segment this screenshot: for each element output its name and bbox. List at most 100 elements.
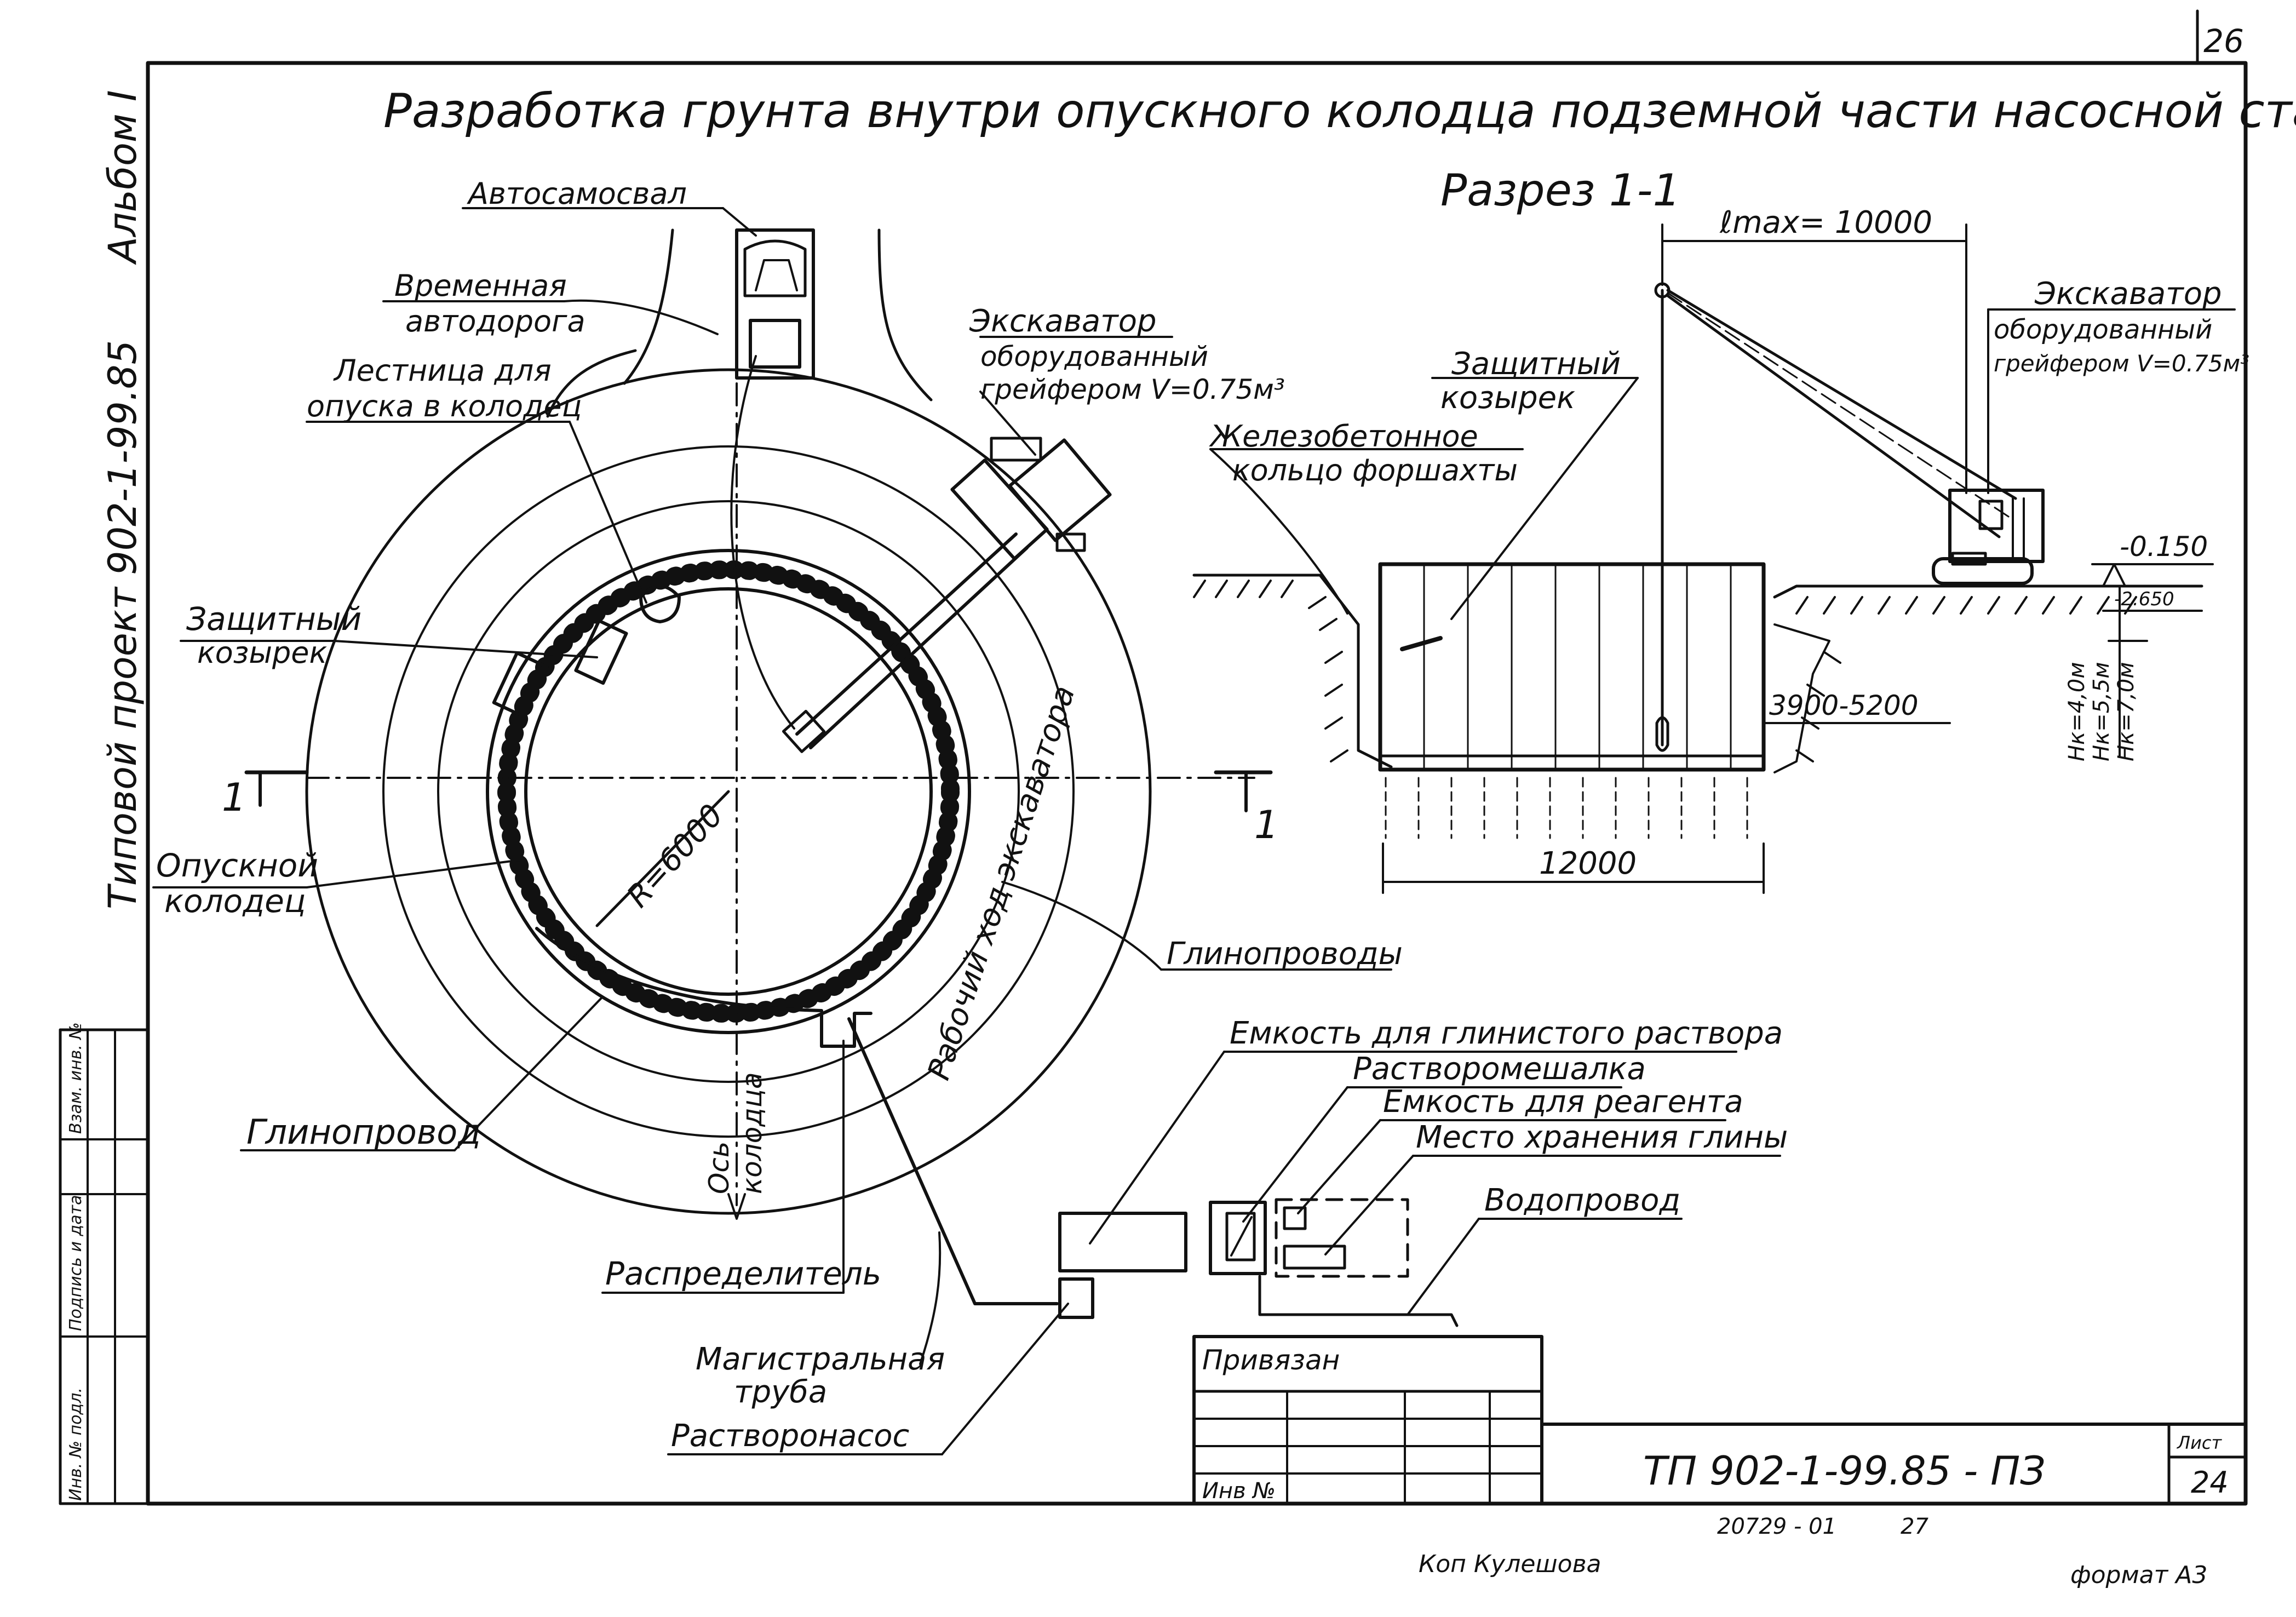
width-label: 12000 — [1539, 846, 1637, 881]
title-block: Привязан Инв № ТП 902-1-99.85 - ПЗ Лист … — [1192, 1335, 2247, 1505]
stamp-text-3: Взам. инв. № — [66, 1022, 85, 1134]
clay-lines-label: Глинопроводы — [1167, 936, 1403, 972]
section-view: Разрез 1-1 ℓmax= 10000 — [1192, 165, 2249, 894]
leader — [1209, 448, 1348, 615]
axis-arrow — [727, 1193, 746, 1220]
road-curve — [546, 349, 637, 418]
ring-label-2: кольцо форшахты — [1232, 453, 1518, 488]
dump-truck-label: Автосамосвал — [467, 176, 687, 211]
grab-bucket — [1655, 716, 1669, 752]
leader — [979, 391, 1036, 456]
mixer-frame — [1209, 1201, 1267, 1275]
clay-storage-label: Место хранения глины — [1416, 1120, 1788, 1155]
well-below-lines — [1385, 777, 1748, 839]
leader — [1324, 1155, 1414, 1255]
excavator-label-1: Экскаватор — [969, 303, 1157, 339]
hk-3-label: Hк=7,0м — [2114, 662, 2139, 761]
leader — [1089, 1051, 1225, 1245]
ground-left — [1192, 574, 1393, 769]
soil-hatch — [1193, 580, 2137, 762]
well-inner-wall — [524, 587, 933, 996]
distributor-label: Распределитель — [605, 1255, 881, 1292]
inv-label: Инв № — [1202, 1478, 1276, 1504]
temp-road-label-1: Временная — [394, 268, 567, 303]
stamp-text-2: Подпись и дата — [66, 1195, 85, 1332]
outer-circle — [305, 368, 1152, 1215]
mortar-unit: Емкость для глинистого раствора Растворо… — [847, 1016, 1788, 1327]
clay-line-label: Глинопровод — [246, 1112, 481, 1152]
mixer-label: Растворомешалка — [1353, 1051, 1646, 1087]
leader — [333, 640, 598, 658]
hk-2-label: Hк=5,5м — [2089, 662, 2114, 761]
excavator-label-2: оборудованный — [980, 341, 1208, 372]
main-pipe — [847, 1017, 1059, 1305]
well-section-lines — [1423, 563, 1732, 771]
ladder-label-1: Лестница для — [333, 353, 552, 388]
well-label-2: колодец — [164, 882, 306, 920]
stamp-text-1: Инв. № подл. — [66, 1387, 85, 1501]
linked-table — [1192, 1335, 1543, 1505]
reach-label: ℓmax= 10000 — [1719, 205, 1932, 240]
leader — [722, 207, 757, 237]
leader — [941, 1303, 1069, 1455]
well-outer-wall — [486, 549, 971, 1034]
water-pipe — [1258, 1275, 1459, 1327]
clay-tank-label: Емкость для глинистого раствора — [1230, 1016, 1783, 1051]
clay-storage-area — [1275, 1198, 1409, 1278]
section-title: Разрез 1-1 — [1440, 165, 1680, 216]
sheet-number: 26 — [2203, 22, 2244, 60]
leader — [1450, 377, 1639, 620]
water-pipe-label: Водопровод — [1484, 1183, 1680, 1218]
leader — [454, 996, 604, 1151]
excavator-section-label-3: грейфером V=0.75м³ — [1994, 350, 2249, 377]
mortar-pump-label: Растворонасос — [671, 1418, 910, 1454]
ring-label-1: Железобетонное — [1209, 419, 1478, 454]
order-number: 20729 - 01 — [1717, 1514, 1836, 1539]
clay-pile-symbol — [1283, 1245, 1346, 1270]
clay-line-circle — [437, 500, 1020, 1083]
depth-range-label: 3900-5200 — [1769, 690, 1919, 721]
boom-line-2 — [1666, 294, 2001, 538]
copied-by: Коп Кулешова — [1419, 1550, 1601, 1578]
level-top-label: -0.150 — [2120, 531, 2208, 563]
leader — [919, 1231, 942, 1365]
project-label: Типовой проект 902-1-99.85 — [100, 340, 145, 909]
album-label: Альбом I — [100, 90, 145, 265]
radius-label: R=6000 — [620, 798, 730, 914]
mortar-pump-symbol — [1058, 1277, 1094, 1319]
boom-line-1 — [1666, 289, 2017, 500]
hk-1-label: Hк=4,0м — [2064, 662, 2090, 761]
plan-view: 1 1 R=6000 Автосамосвал Време — [152, 176, 1403, 1455]
level-2-label: -2.650 — [2114, 588, 2174, 610]
sheet-no: 24 — [2191, 1465, 2229, 1500]
excavator-plan-symbol — [782, 437, 1112, 753]
shield-section-label-2: козырек — [1440, 380, 1575, 416]
linked-label: Привязан — [1202, 1344, 1340, 1376]
boom-centre — [1667, 292, 2011, 519]
leader — [1407, 1218, 1480, 1316]
ladder-symbol — [639, 584, 681, 623]
ladder-label-2: опуска в колодец — [307, 389, 582, 423]
section-mark-right-label: 1 — [1254, 802, 1279, 847]
shield-plan-2 — [574, 619, 628, 685]
excavator-label-3: грейфером V=0.75м³ — [980, 374, 1285, 405]
leader — [1242, 1086, 1348, 1223]
leader — [563, 299, 719, 335]
axis-label-1: Ось — [703, 1142, 735, 1194]
leader — [1001, 881, 1162, 971]
excavator-section-symbol — [1932, 489, 2045, 585]
excavator-swing-arc — [730, 355, 795, 730]
main-pipe-label-2: труба — [734, 1374, 827, 1410]
leader — [1297, 1119, 1381, 1214]
shield-section-label-1: Защитный — [1451, 346, 1621, 382]
temp-road-label-2: автодорога — [405, 304, 586, 339]
distributor-symbol — [820, 1012, 873, 1048]
leader — [306, 859, 521, 888]
leader — [569, 421, 647, 604]
sheet-label: Лист — [2177, 1432, 2222, 1453]
drawing-title: Разработка грунта внутри опускного колод… — [383, 84, 2296, 139]
radius-line — [595, 790, 730, 927]
document-code: ТП 902-1-99.85 - ПЗ — [1643, 1448, 2045, 1494]
excavator-section-label-2: оборудованный — [1994, 314, 2212, 345]
